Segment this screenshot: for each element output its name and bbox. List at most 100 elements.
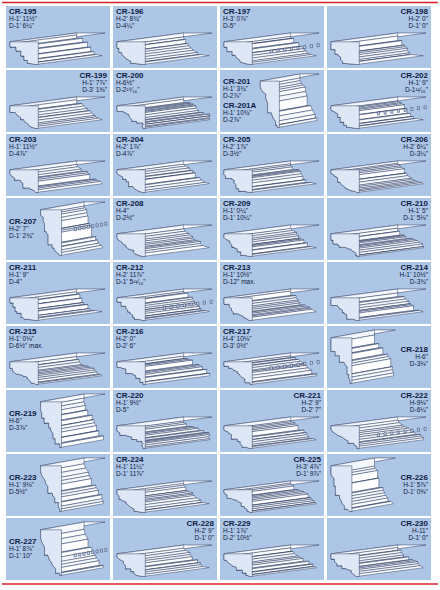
dentil bbox=[87, 225, 89, 228]
label-block: CR-205H-2' 1⅞"D-3½" bbox=[223, 136, 251, 158]
part-number: CR-209 bbox=[223, 200, 251, 208]
part-number: CR-230 bbox=[400, 520, 428, 528]
profile-end bbox=[41, 210, 62, 256]
profile-cell: CR-230H-11"D-1' 0" bbox=[327, 518, 431, 580]
dimension: H-2' 1⅞" bbox=[116, 144, 144, 151]
dentil bbox=[397, 431, 399, 434]
dimension: H-2' 11⅞" bbox=[116, 272, 146, 279]
dimension: D-4¼" bbox=[116, 23, 144, 30]
dimension: D-3¼" bbox=[400, 151, 428, 158]
part-number: CR-196 bbox=[116, 8, 144, 16]
dentil bbox=[284, 365, 286, 368]
molding-face bbox=[355, 183, 423, 193]
dentil bbox=[203, 301, 205, 304]
label-block: CR-210H-1' 5"D-1' 5⅛" bbox=[400, 200, 428, 222]
cornice-profile bbox=[117, 289, 212, 321]
cornice-profile bbox=[10, 161, 105, 193]
profile-cell: CR-208H-4"D-2½" bbox=[113, 198, 217, 260]
dimension: D-1' 9⅞" bbox=[293, 471, 321, 478]
profile-end bbox=[40, 402, 61, 448]
label-block: CR-221H-2' 9"D-2' 7" bbox=[293, 392, 321, 414]
molding-face bbox=[248, 567, 316, 577]
cornice-profile bbox=[224, 225, 319, 257]
profile-cell: CR-198H-2' 0"D-1' 0" bbox=[327, 6, 431, 68]
dimension: D-5" bbox=[223, 23, 251, 30]
cornice-profile bbox=[117, 225, 212, 257]
dentil bbox=[397, 109, 399, 112]
molding-face bbox=[247, 501, 314, 512]
dentil bbox=[197, 302, 199, 305]
label-block: CR-228H-2' 9"D-1' 0" bbox=[186, 520, 214, 542]
profile-end bbox=[224, 426, 252, 449]
molding-face bbox=[136, 567, 209, 577]
part-number: CR-228 bbox=[186, 520, 214, 528]
molding-face bbox=[354, 566, 424, 577]
label-block: CR-198H-2' 0"D-1' 0" bbox=[400, 8, 428, 30]
profile-cell: CR-219H-6"D-3⅞" bbox=[6, 390, 110, 452]
dimension: H-1' 10½" bbox=[223, 272, 255, 279]
part-number: CR-216 bbox=[116, 328, 144, 336]
molding-face bbox=[351, 182, 422, 192]
dentil bbox=[74, 554, 76, 557]
profile-cell: CR-212H-2' 11⅞"D-1' 5¹¹⁄₁₆" bbox=[113, 262, 217, 324]
part-number: CR-224 bbox=[116, 456, 144, 464]
cornice-profile bbox=[10, 97, 105, 129]
dentil bbox=[297, 363, 299, 366]
part-number: CR-213 bbox=[223, 264, 255, 272]
dentil bbox=[170, 306, 172, 309]
label-block: CR-201H-1' 3¾"D-2⅞"CR-201AH-1' 10¾"D-2⅞" bbox=[223, 78, 256, 124]
dimension: H-1' 5" bbox=[400, 208, 428, 215]
dimension: D-1' 5⅛" bbox=[400, 215, 428, 222]
cornice-profile bbox=[331, 161, 426, 193]
profile-cell: CR-226H-1' 5⅞"D-1' 0⅜" bbox=[327, 454, 431, 516]
cornice-profile bbox=[117, 161, 212, 193]
profile-end bbox=[117, 42, 145, 65]
cornice-profile bbox=[224, 289, 319, 321]
dimension: H-2' 6¼" bbox=[400, 144, 428, 151]
cornice-profile bbox=[10, 33, 105, 65]
dimension: H-6" bbox=[400, 354, 428, 361]
dentil bbox=[96, 550, 98, 553]
dentil bbox=[310, 45, 312, 48]
dentil bbox=[290, 47, 292, 50]
dimension: D-1' 11⅞" bbox=[116, 471, 144, 478]
cornice-profile bbox=[260, 74, 319, 128]
profile-end bbox=[10, 298, 38, 321]
profile-end bbox=[41, 466, 62, 512]
dentil bbox=[404, 430, 406, 433]
label-block: CR-199H-1' 7⅞"D-3' 1⅜" bbox=[79, 72, 107, 94]
dimension: D-2⅞" bbox=[223, 117, 256, 124]
molding-face bbox=[357, 247, 424, 257]
label-block: CR-207H-2' 7"D-1' 2¾" bbox=[9, 218, 37, 240]
label-block: CR-225H-3' 4⅞"D-1' 9⅞" bbox=[293, 456, 321, 478]
molding-face bbox=[30, 55, 103, 65]
cornice-profile bbox=[331, 33, 426, 65]
dentil bbox=[411, 429, 413, 432]
profile-cell: CR-210H-1' 5"D-1' 5⅛" bbox=[327, 198, 431, 260]
dentil bbox=[304, 362, 306, 365]
dentil bbox=[79, 227, 81, 230]
dentil bbox=[74, 228, 76, 231]
profile-cell: CR-209H-1' 0¼"D-1' 10¼" bbox=[220, 198, 324, 260]
molding-face bbox=[60, 565, 104, 575]
label-block: CR-216H-2' 0"D-2' 6" bbox=[116, 328, 144, 350]
part-number: CR-225 bbox=[293, 456, 321, 464]
molding-face bbox=[143, 119, 210, 129]
label-block: CR-215H-1' 0⅛"D-6½" max. bbox=[9, 328, 43, 350]
label-block: CR-195H-1' 11½"D-1' 6¼" bbox=[9, 8, 37, 30]
dentil bbox=[304, 46, 306, 49]
dimension: D-1' 0⅜" bbox=[400, 489, 428, 496]
top-rule bbox=[2, 2, 438, 4]
molding-face bbox=[34, 375, 102, 385]
dimension: D-1¹¹⁄₁₆" bbox=[400, 87, 428, 94]
cornice-profile bbox=[10, 289, 105, 321]
dimension: H-1' 11¼" bbox=[116, 464, 144, 471]
dimension: H-11" bbox=[400, 528, 428, 535]
cornice-profile bbox=[117, 417, 212, 449]
dentil bbox=[297, 46, 299, 49]
molding-face bbox=[34, 182, 102, 193]
dimension: H-1' 9" bbox=[400, 80, 428, 87]
label-block: CR-223H-1' 9⅛"D-5½" bbox=[9, 474, 37, 496]
molding-face bbox=[247, 439, 317, 449]
profile-end bbox=[224, 298, 252, 321]
